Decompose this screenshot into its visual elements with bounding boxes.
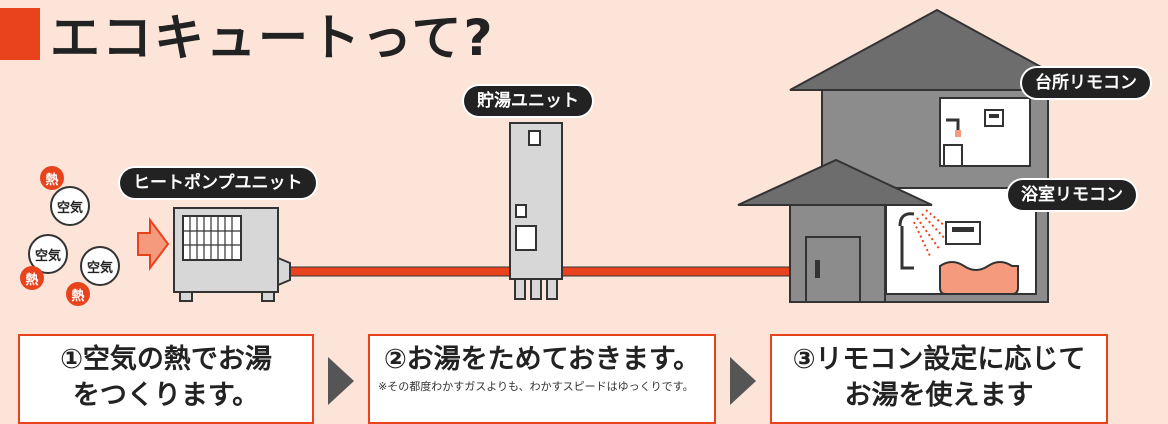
title-text: エコキュートって? [50,9,495,67]
heat-badge: 熱 [20,266,44,290]
tank-label: 貯湯ユニット [464,86,592,116]
step-2-note: ※その都度わかすガスよりも、わかすスピードはゆっくりです。 [378,380,694,393]
bath-remote-label: 浴室リモコン [1008,180,1136,210]
house [737,8,1084,303]
step-arrow-icon [328,357,354,405]
step-2: ②お湯をためておきます。 ※その都度わかすガスよりも、わかすスピードはゆっくりで… [368,334,716,424]
heat-pump-label: ヒートポンプユニット [120,168,316,198]
storage-tank-unit [509,122,563,300]
step-2-text: ②お湯をためておきます。 [383,344,701,375]
page-title: エコキュートって? [0,2,495,67]
title-marker [0,8,40,60]
step-1: ①空気の熱でお湯をつくります。 [18,334,314,424]
heat-badge: 熱 [40,166,64,190]
kitchen-remote-label: 台所リモコン [1022,68,1150,98]
heat-pump-unit [173,207,291,302]
heat-badge: 熱 [66,282,90,306]
step-1-text: ①空気の熱でお湯をつくります。 [60,344,272,411]
air-intake-arrow-icon [137,217,170,271]
step-arrow-icon [730,357,756,405]
air-bubble: 空気 [80,246,120,286]
air-bubble: 空気 [50,186,90,226]
step-3-text: ③リモコン設定に応じてお湯を使えます [792,344,1086,411]
step-3: ③リモコン設定に応じてお湯を使えます [770,334,1108,424]
